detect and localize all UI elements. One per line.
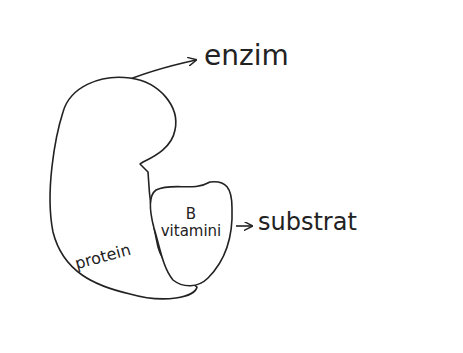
blob-path	[151, 182, 233, 286]
callout-label: substrat	[258, 209, 357, 237]
callout-label: enzim	[204, 40, 289, 72]
vitamin-blob: B vitamini	[148, 178, 236, 288]
leader-arrow	[236, 225, 252, 227]
node-label: B vitamini	[158, 206, 224, 241]
